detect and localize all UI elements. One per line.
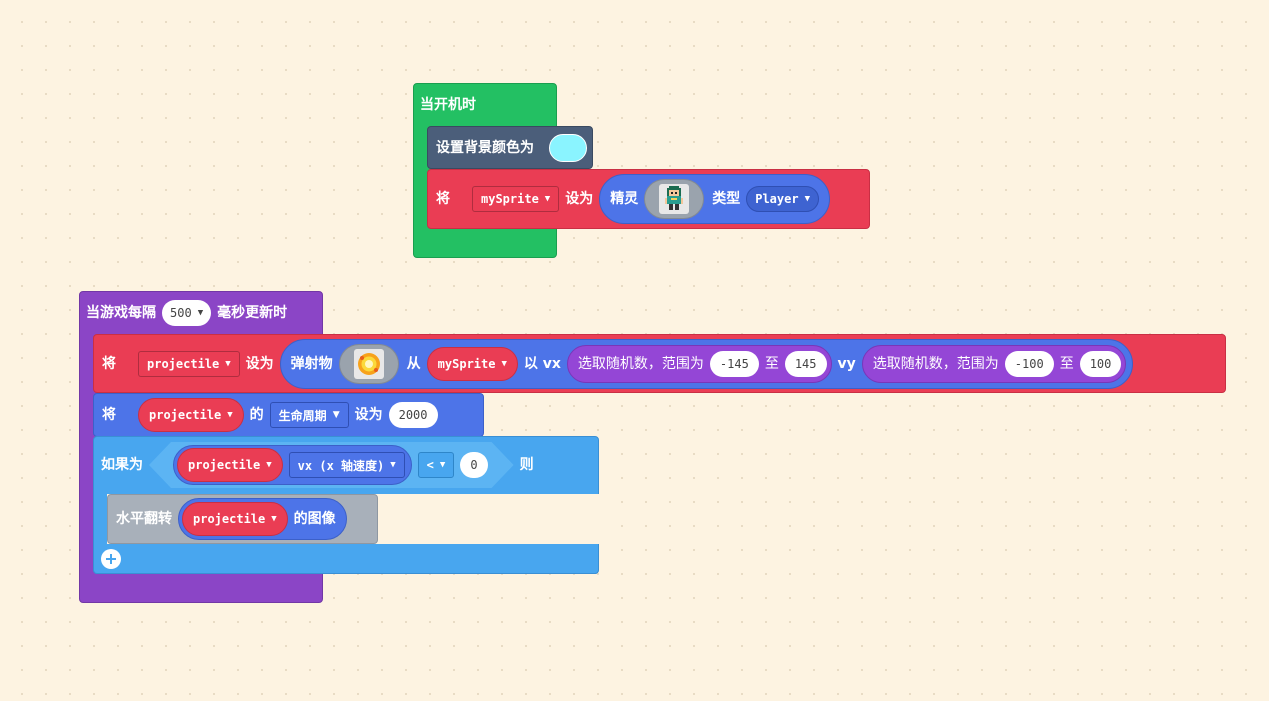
operator-dropdown[interactable]: < ▼: [418, 452, 455, 478]
random-range-label: 选取随机数，范围为: [872, 355, 999, 372]
set-to-keyword: 设为: [245, 355, 274, 372]
if-block-footer: [93, 544, 599, 574]
chevron-down-icon: ▼: [544, 194, 551, 204]
fireball-icon: [357, 352, 380, 375]
chevron-down-icon: ▼: [227, 410, 233, 420]
with-vx-keyword: 以 vx: [523, 355, 561, 372]
variable-dropdown-projectile[interactable]: projectile ▼: [182, 502, 288, 536]
variable-name: mySprite: [481, 192, 539, 206]
chevron-down-icon: ▼: [804, 194, 810, 204]
plus-icon: [106, 554, 116, 564]
of-keyword: 的: [249, 407, 264, 423]
lifespan-value-input[interactable]: 2000: [388, 402, 438, 428]
from-keyword: 从: [406, 355, 421, 372]
chevron-down-icon: ▼: [271, 514, 277, 524]
property-name: vx (x 轴速度): [297, 458, 385, 473]
then-keyword: 则: [519, 457, 534, 473]
property-name: 生命周期: [278, 408, 327, 423]
random-range-label: 选取随机数，范围为: [577, 355, 704, 372]
source-variable-dropdown[interactable]: mySprite ▼: [426, 346, 518, 381]
random-range-reporter-vy[interactable]: 选取随机数，范围为 -100 至 100: [861, 344, 1127, 383]
if-block-left-arm: [94, 494, 107, 545]
vy-min-input[interactable]: -100: [1004, 350, 1054, 377]
sprite-image-picker[interactable]: [644, 179, 705, 219]
flip-keyword: 水平翻转: [116, 511, 172, 527]
create-sprite-reporter[interactable]: 精灵: [599, 174, 830, 224]
vy-keyword: vy: [837, 355, 856, 372]
set-projectile-block[interactable]: 将 projectile ▼ 设为 弹射物 从: [93, 334, 1226, 393]
variable-name: projectile: [149, 408, 222, 422]
sprite-image-reporter[interactable]: projectile ▼ 的图像: [178, 498, 347, 540]
variable-dropdown-mysprite[interactable]: mySprite ▼: [472, 186, 560, 212]
to-keyword: 至: [1059, 355, 1074, 372]
set-keyword: 将: [436, 191, 450, 207]
vx-max-input[interactable]: 145: [784, 350, 827, 377]
sprite-keyword: 精灵: [610, 191, 639, 207]
chevron-down-icon: ▼: [332, 410, 340, 420]
set-to-keyword: 设为: [565, 191, 594, 207]
vy-max-input[interactable]: 100: [1079, 350, 1122, 377]
to-keyword: 至: [764, 355, 779, 372]
comparison-hexagon[interactable]: projectile ▼ vx (x 轴速度) ▼ < ▼ 0: [149, 442, 514, 488]
chevron-down-icon: ▼: [225, 358, 231, 369]
if-keyword: 如果为: [101, 457, 143, 473]
sprite-kind-dropdown[interactable]: Player ▼: [746, 186, 819, 212]
projectile-keyword: 弹射物: [290, 355, 333, 372]
set-background-color-label: 设置背景颜色为: [436, 140, 534, 156]
random-range-reporter-vx[interactable]: 选取随机数，范围为 -145 至 145: [566, 344, 832, 383]
interval-value: 500: [170, 306, 192, 320]
variable-dropdown-projectile[interactable]: projectile ▼: [138, 350, 240, 377]
kind-keyword: 类型: [712, 191, 741, 207]
chevron-down-icon: ▼: [501, 358, 507, 369]
on-start-label: 当开机时: [420, 97, 476, 113]
image-suffix: 的图像: [293, 511, 336, 527]
flip-image-horizontal-block[interactable]: 水平翻转 projectile ▼ 的图像: [107, 494, 378, 544]
vx-min-input[interactable]: -145: [709, 350, 759, 377]
variable-name: projectile: [193, 512, 266, 526]
update-hat-suffix: 毫秒更新时: [217, 305, 288, 321]
projectile-from-sprite-reporter[interactable]: 弹射物 从 mySprite ▼ 以 vx 选取: [279, 338, 1134, 389]
property-dropdown-vx[interactable]: vx (x 轴速度) ▼: [289, 452, 405, 478]
operator-value: <: [426, 458, 434, 472]
chevron-down-icon: ▼: [197, 308, 204, 318]
background-color-swatch[interactable]: [549, 134, 587, 162]
comparison-value-input[interactable]: 0: [460, 452, 487, 478]
sprite-kind-value: Player: [755, 192, 799, 206]
set-keyword: 将: [102, 407, 116, 423]
interval-dropdown[interactable]: 500 ▼: [162, 300, 212, 326]
variable-dropdown-projectile[interactable]: projectile ▼: [177, 448, 283, 482]
set-background-color-block[interactable]: 设置背景颜色为: [427, 126, 593, 169]
chevron-down-icon: ▼: [266, 460, 272, 470]
projectile-image-picker[interactable]: [338, 343, 399, 384]
chevron-down-icon: ▼: [439, 460, 446, 470]
set-lifespan-block[interactable]: 将 projectile ▼ 的 生命周期 ▼ 设为 2000: [93, 393, 484, 437]
add-else-icon[interactable]: [101, 549, 121, 569]
variable-name: projectile: [188, 458, 261, 472]
sprite-property-reporter[interactable]: projectile ▼ vx (x 轴速度) ▼: [173, 445, 412, 485]
set-keyword: 将: [102, 355, 116, 372]
update-hat-prefix: 当游戏每隔: [86, 305, 156, 321]
set-to-keyword: 设为: [354, 407, 383, 423]
property-dropdown-lifespan[interactable]: 生命周期 ▼: [269, 402, 349, 428]
chevron-down-icon: ▼: [390, 460, 396, 470]
source-variable-name: mySprite: [437, 356, 496, 371]
variable-dropdown-projectile[interactable]: projectile ▼: [138, 398, 244, 432]
player-sprite-icon: [665, 186, 684, 210]
set-sprite-block[interactable]: 将 mySprite ▼ 设为 精灵: [427, 169, 870, 229]
variable-name: projectile: [147, 356, 220, 371]
